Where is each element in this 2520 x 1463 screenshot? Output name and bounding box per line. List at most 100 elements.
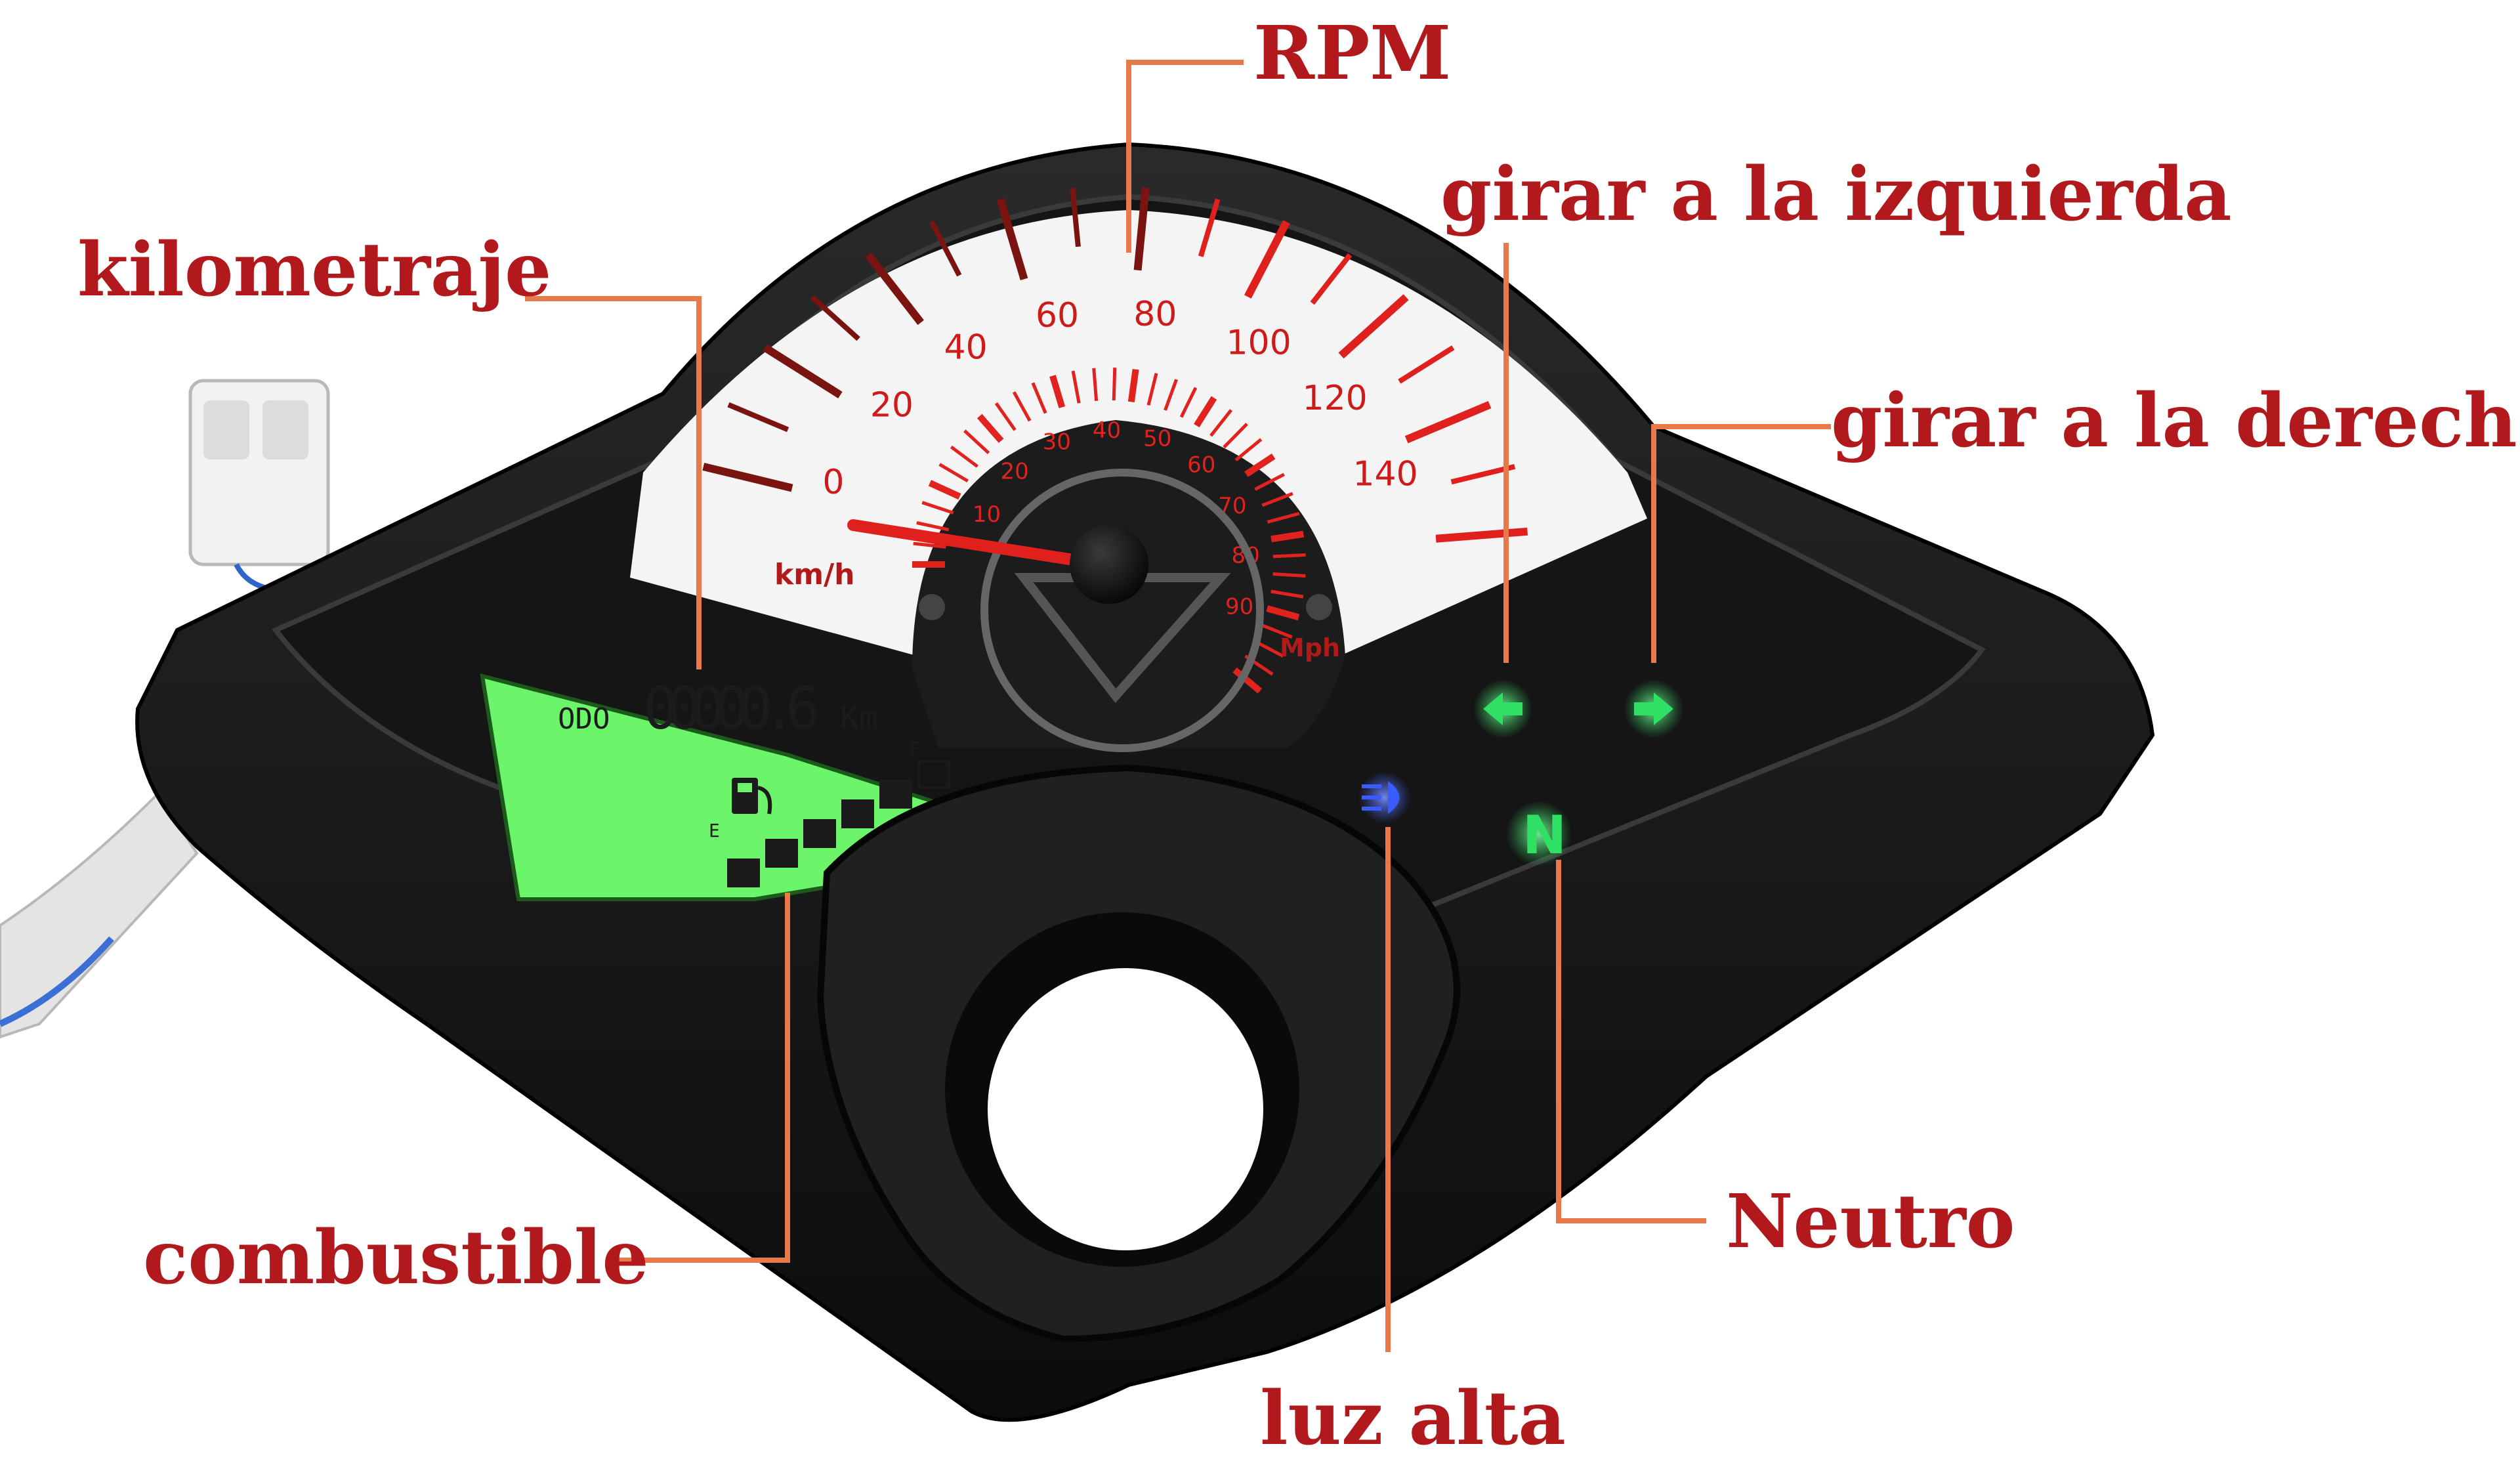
- brand-logo-ring: [980, 469, 1264, 752]
- fuel-bar: [841, 799, 874, 828]
- mph-tick: [1164, 379, 1178, 411]
- high-beam-callout: luz alta: [1260, 1376, 1566, 1462]
- screw-left-icon: [919, 594, 945, 620]
- rpm-callout: RPM: [1253, 11, 1451, 96]
- speed-tick: [702, 463, 793, 492]
- speed-tick: [1133, 187, 1150, 271]
- mph-tick: [1049, 375, 1066, 408]
- mph-tick: [1254, 473, 1285, 491]
- speed-tick: [1404, 401, 1492, 444]
- mph-tick: [1209, 409, 1233, 437]
- odometer-callout: kilometraje: [77, 227, 551, 313]
- mph-tick: [1234, 438, 1263, 462]
- speed-tick: [727, 402, 789, 433]
- right-turn-arrow-icon: [1634, 692, 1673, 725]
- speed-scale-label: 40: [944, 328, 988, 367]
- speed-scale-label: 80: [1133, 295, 1177, 334]
- mph-scale-label: 60: [1187, 452, 1215, 478]
- mph-scale-label: 90: [1225, 593, 1253, 620]
- speed-tick: [1338, 294, 1409, 359]
- mph-scale-label: 50: [1143, 425, 1171, 452]
- mph-tick: [1092, 368, 1099, 401]
- mph-tick: [938, 463, 969, 483]
- wiring-harness: [0, 379, 330, 1039]
- kmh-unit-label: km/h: [774, 558, 855, 591]
- speed-tick: [1435, 527, 1528, 543]
- fuel-full-label: F: [909, 738, 920, 759]
- mph-tick: [1071, 370, 1081, 404]
- fuel-bar: [917, 760, 950, 789]
- fuel-bar: [727, 859, 760, 887]
- speed-needle: [847, 519, 1108, 570]
- speed-tick: [996, 198, 1028, 281]
- neutral-indicator: N: [1522, 805, 1566, 866]
- mph-tick: [1270, 530, 1305, 543]
- mph-tick: [1261, 492, 1293, 507]
- mph-tick: [1146, 373, 1158, 406]
- speed-scale-label: 140: [1353, 454, 1418, 494]
- neutral-callout: Neutro: [1726, 1179, 2015, 1265]
- odo-label: ODO: [558, 702, 610, 736]
- speed-tick: [1310, 253, 1353, 305]
- mph-tick: [913, 541, 946, 549]
- turn-left-callout: girar a la izquierda: [1440, 152, 2232, 238]
- needle-hub: [1070, 525, 1148, 604]
- speed-tick: [763, 344, 843, 398]
- fuel-leader: [617, 893, 790, 1263]
- mph-tick: [1127, 369, 1139, 402]
- mph-scale-label: 20: [1001, 459, 1029, 485]
- odo-unit: Km: [840, 700, 878, 736]
- odometer-leader: [525, 296, 702, 669]
- speedometer-ticks: [702, 187, 1528, 543]
- lcd-display: ODO 00000.6 Km E F: [480, 673, 955, 901]
- speed-scale-label: 100: [1226, 324, 1291, 363]
- speed-scale-label: 0: [822, 463, 844, 502]
- screw-right-icon: [1306, 594, 1332, 620]
- turn-right-callout: girar a la derecha: [1831, 378, 2520, 464]
- turn-right-leader: [1651, 424, 1831, 663]
- neutral-leader: [1556, 860, 1706, 1223]
- fuel-gauge-bars: [727, 760, 950, 887]
- mph-tick: [950, 445, 978, 468]
- fuel-bar: [879, 780, 912, 809]
- mph-tick: [994, 402, 1017, 431]
- mph-tick: [1261, 623, 1293, 639]
- mph-tick: [1223, 423, 1248, 449]
- mph-tick: [1232, 667, 1263, 694]
- mph-tick: [928, 480, 961, 500]
- speed-tick: [1198, 198, 1221, 257]
- mph-tick: [976, 413, 1004, 443]
- mph-tick: [963, 429, 990, 455]
- mph-scale-label: 10: [973, 501, 1001, 528]
- speed-tick: [810, 295, 860, 341]
- mph-tick: [1267, 511, 1300, 524]
- mph-scale-label: 30: [1043, 429, 1071, 456]
- odo-value: 00000.6: [643, 675, 820, 742]
- mph-ticks: [912, 368, 1306, 694]
- fuel-bar: [765, 839, 798, 868]
- fuel-callout: combustible: [143, 1215, 649, 1301]
- mph-unit-label: Mph: [1280, 633, 1340, 662]
- rpm-leader: [1126, 60, 1244, 253]
- speed-scale-label: 60: [1036, 296, 1079, 335]
- speed-tick: [929, 221, 962, 277]
- fuel-empty-label: E: [709, 820, 720, 841]
- mph-tick: [1266, 605, 1300, 621]
- mph-tick: [916, 521, 950, 532]
- mph-tick: [1244, 453, 1276, 477]
- mph-scale-label: 40: [1093, 417, 1121, 444]
- mph-tick: [1270, 589, 1304, 599]
- speed-scale-label: 120: [1303, 379, 1368, 418]
- leader-lines: [525, 60, 1831, 1352]
- mph-tick: [1012, 391, 1032, 422]
- ignition-hole: [988, 968, 1263, 1250]
- speed-tick: [1070, 187, 1081, 247]
- speed-scale-label: 20: [870, 385, 914, 425]
- fuel-pump-icon: [732, 778, 772, 815]
- mph-tick: [1272, 553, 1306, 559]
- speed-tick: [1398, 345, 1455, 384]
- fuel-bar: [803, 819, 836, 848]
- mph-tick: [1194, 396, 1217, 428]
